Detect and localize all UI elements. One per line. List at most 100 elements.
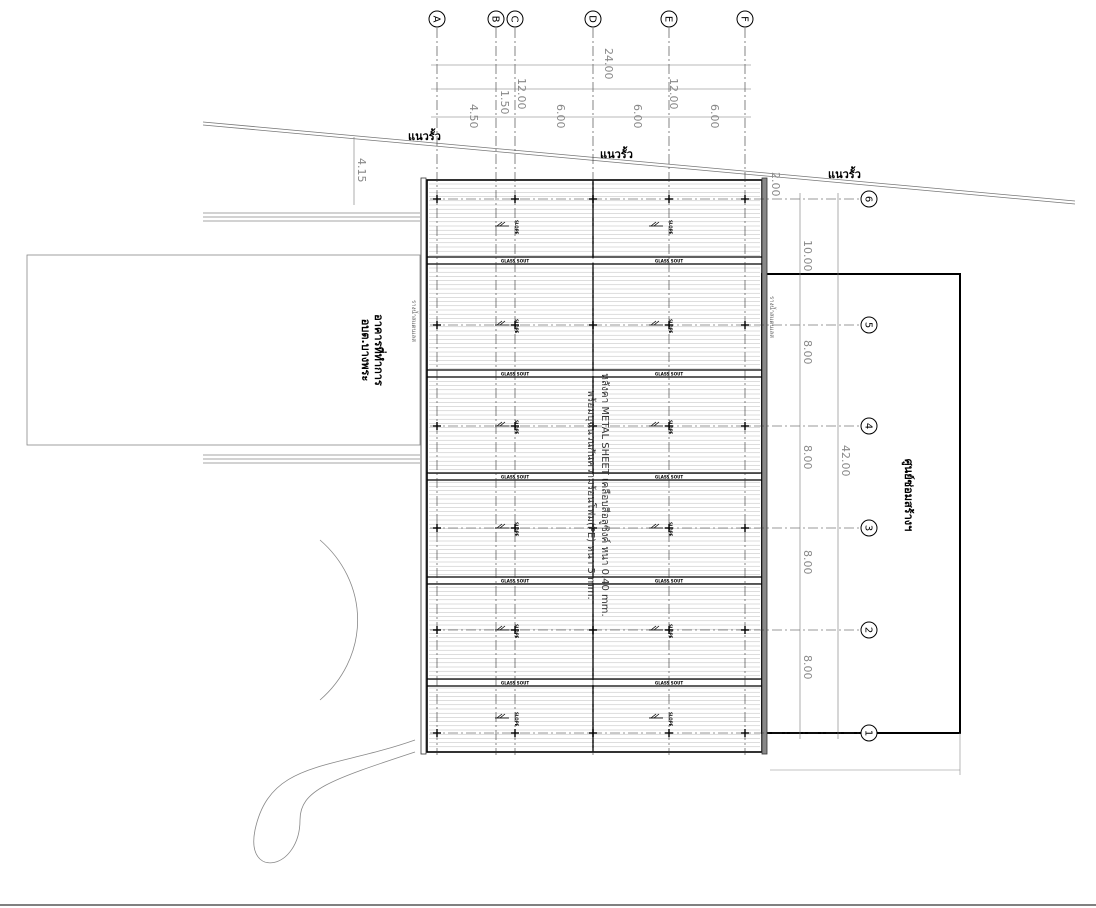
slope-label: SLOPE [514, 712, 519, 727]
slope-label: SLOPE [514, 522, 519, 537]
grid-label-column: F [739, 16, 750, 22]
grid-bubble [860, 724, 878, 742]
grid-label-column: C [509, 16, 520, 23]
dimension-bay-length: 10.00 [801, 240, 814, 272]
slope-arrow-icon [650, 523, 657, 529]
grid-bubble [860, 621, 878, 639]
slope-arrow-icon [496, 320, 503, 326]
left-building-label: อาคารที่ทำการ [372, 314, 387, 386]
right-building-label: ศูนย์ซ่อมสร้างฯ [901, 459, 915, 532]
slope-arrow-icon [499, 421, 506, 427]
roof-note: หลังคา METAL SHEET เคลือบสีอลูซิงค์ หนา … [599, 373, 611, 616]
grid-label-row: 4 [863, 423, 874, 429]
grid-label-column: A [431, 16, 442, 23]
glass-label: GLASS SOUT [501, 259, 529, 264]
grid-label-column: D [587, 15, 598, 23]
slope-arrow-icon [496, 523, 503, 529]
gutter-left [420, 177, 427, 755]
dimension-bay-length: 8.00 [801, 445, 814, 470]
slope-label: SLOPE [668, 522, 673, 537]
dimension-bay-width: 1.50 [498, 90, 511, 115]
grid-bubble [860, 519, 878, 537]
slope-arrow-icon [499, 221, 506, 227]
fence-label: แนวรั้ว [600, 146, 633, 161]
glass-band [428, 680, 761, 685]
dimension-half-width: 12.00 [667, 78, 680, 110]
dimension-overall-length: 42.00 [839, 445, 852, 477]
slope-arrow-icon [650, 713, 657, 719]
grid-bubble [506, 10, 524, 28]
slope-arrow-icon [499, 713, 506, 719]
grid-lines: A B C D E F 6 5 4 3 2 1 [428, 10, 878, 755]
roof-area: GLASS SOUT GLASS SOUT GLASS SOUT GLASS SOUT… [420, 177, 768, 755]
dimension-bay-length: 8.00 [801, 340, 814, 365]
dimension-overall-width: 24.00 [602, 48, 615, 80]
glass-label: GLASS SOUT [655, 259, 683, 264]
dimension-fence-offset-left: 4.15 [355, 158, 368, 183]
slope-arrow-icon [653, 421, 660, 427]
dimension-lines: 24.00 12.00 12.00 4.50 1.50 6.00 6.00 6.00 10.00… [353, 48, 852, 739]
slope-label: SLOPE [668, 319, 673, 334]
gutter-right [761, 177, 768, 755]
fence-line [202, 121, 1076, 205]
dimension-bay-width: 6.00 [708, 104, 721, 129]
slope-arrow-icon [496, 221, 503, 227]
gutter-label-right: รางน้ำสแตนเลส [768, 296, 778, 338]
slope-arrow-icon [653, 221, 660, 227]
slope-arrow-icon [653, 523, 660, 529]
grid-bubble [428, 10, 446, 28]
glass-band [428, 474, 761, 479]
slope-label: SLOPE [514, 220, 519, 235]
grid-label-column: E [663, 16, 674, 22]
slope-arrow-icon [499, 320, 506, 326]
grid-bubble [487, 10, 505, 28]
slope-label: SLOPE [514, 624, 519, 639]
fence-label: แนวรั้ว [408, 128, 441, 143]
glass-label: GLASS SOUT [655, 475, 683, 480]
glass-label: GLASS SOUT [501, 475, 529, 480]
slope-arrow-icon [496, 625, 503, 631]
gutter-label-left: รางน้ำสแตนเลส [410, 300, 420, 342]
dimension-bay-length: 8.00 [801, 655, 814, 680]
dimension-half-width: 12.00 [515, 78, 528, 110]
left-building-label: อบต.บางพระ [359, 319, 372, 382]
grid-label-row: 1 [863, 730, 874, 736]
slope-label: SLOPE [668, 220, 673, 235]
slope-label: SLOPE [668, 712, 673, 727]
slope-arrow-icon [496, 421, 503, 427]
slope-arrow-icon [653, 625, 660, 631]
grid-label-row: 2 [863, 627, 874, 633]
dimension-fence-offset: 2.00 [769, 172, 782, 197]
dimension-bay-length: 8.00 [801, 550, 814, 575]
grid-bubble [584, 10, 602, 28]
grid-bubble [860, 316, 878, 334]
right-building-outline [761, 273, 961, 734]
slope-arrow-icon [653, 320, 660, 326]
slope-arrow-icon [650, 320, 657, 326]
grid-label-row: 6 [863, 196, 874, 202]
slope-label: SLOPE [514, 420, 519, 435]
dimension-bay-width: 4.50 [467, 104, 480, 129]
grid-label-row: 3 [863, 525, 874, 531]
grid-label-row: 5 [863, 322, 874, 328]
slope-label: SLOPE [514, 319, 519, 334]
slope-label: SLOPE [668, 420, 673, 435]
slope-arrow-icon [499, 625, 506, 631]
slope-label: SLOPE [668, 624, 673, 639]
grid-bubble [860, 417, 878, 435]
grid-bubble [736, 10, 754, 28]
slope-arrow-icon [650, 625, 657, 631]
slope-arrow-icon [499, 523, 506, 529]
slope-arrow-icon [496, 713, 503, 719]
fence-label: แนวรั้ว [828, 166, 861, 181]
dimension-bay-width: 6.00 [554, 104, 567, 129]
dimension-bay-width: 6.00 [631, 104, 644, 129]
glass-band [428, 258, 761, 263]
grid-bubble [860, 190, 878, 208]
grid-bubble [660, 10, 678, 28]
slope-arrow-icon [653, 713, 660, 719]
slope-arrow-icon [650, 221, 657, 227]
grid-label-column: B [490, 16, 501, 23]
slope-arrow-icon [650, 421, 657, 427]
